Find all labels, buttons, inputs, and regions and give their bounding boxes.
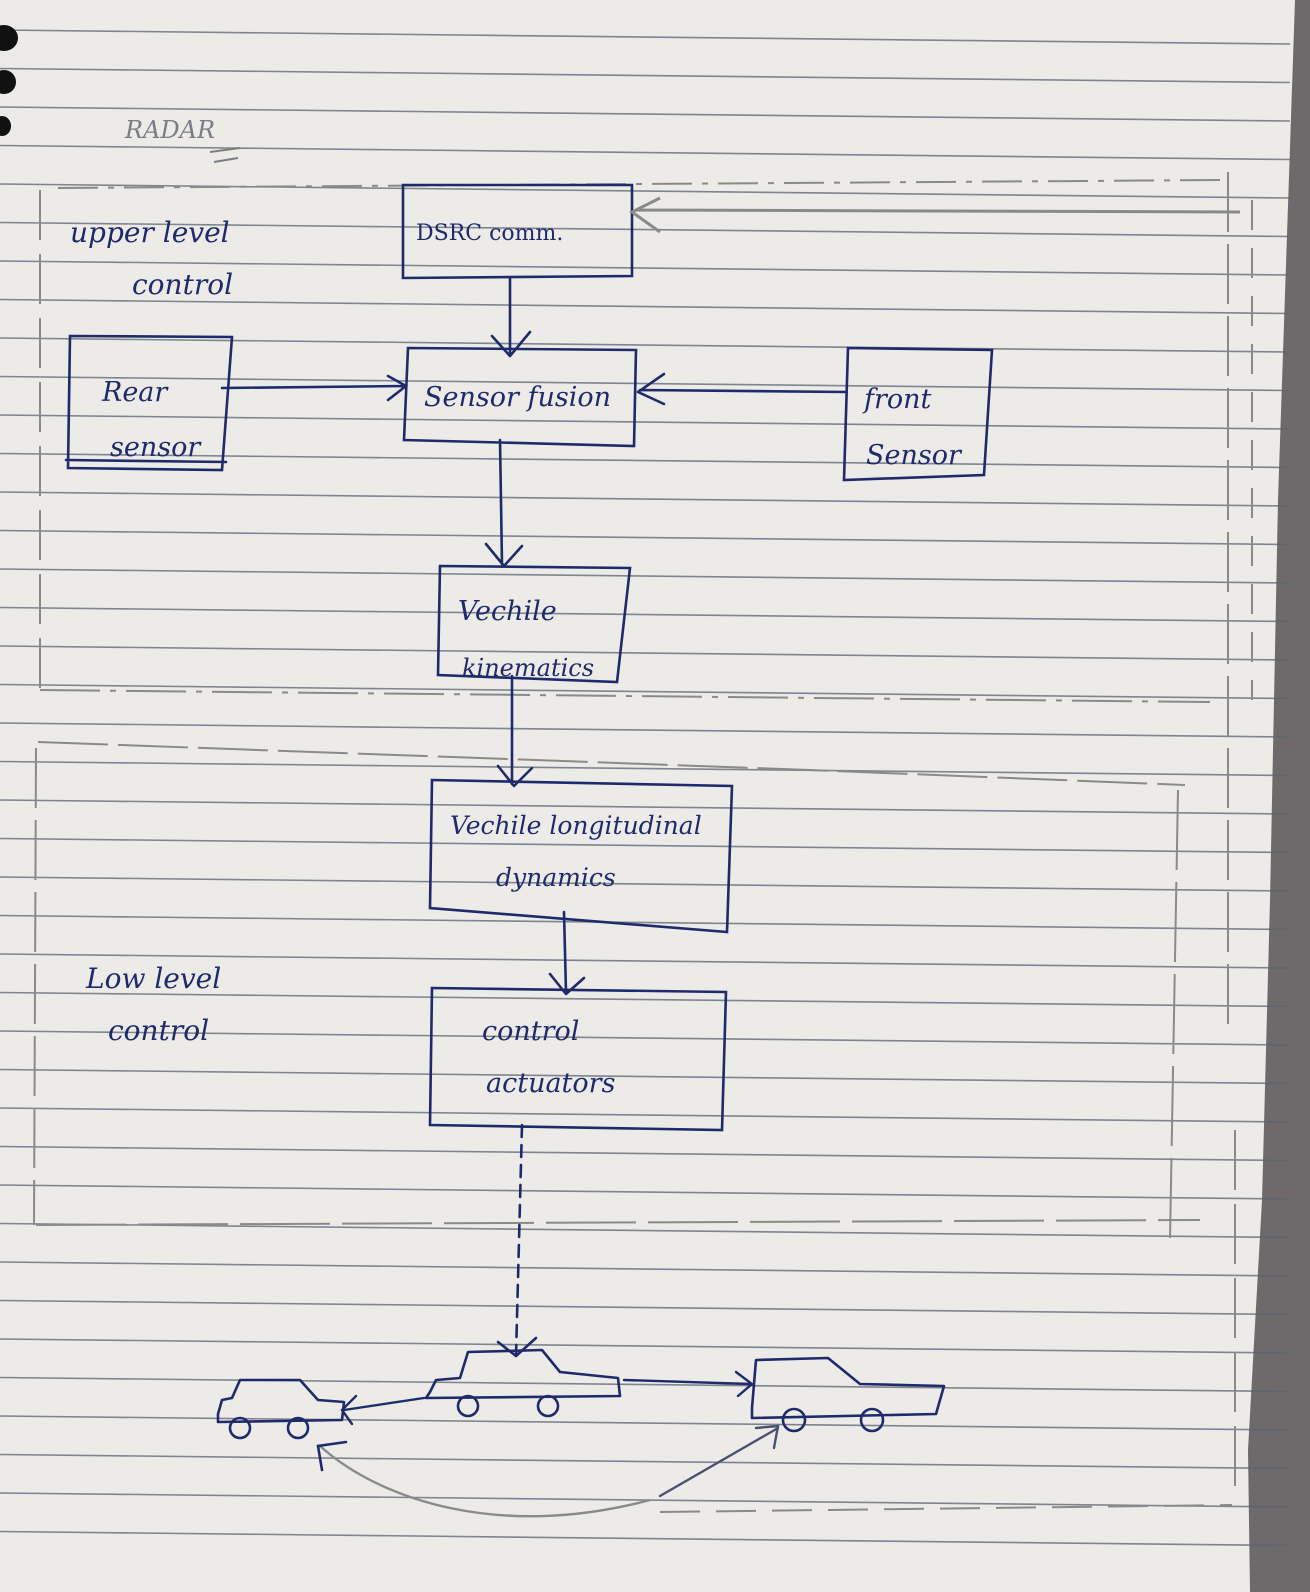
ruled-line xyxy=(0,1261,1291,1277)
middle-car-icon xyxy=(424,1348,622,1418)
low-level-label-line2: control xyxy=(108,1014,209,1047)
rear-car-icon xyxy=(216,1378,346,1440)
sensor-fusion-box xyxy=(402,346,638,448)
rear-sensor-box xyxy=(64,334,234,472)
control-actuators-box xyxy=(428,986,728,1132)
control-actuators-label-line2: actuators xyxy=(486,1068,615,1099)
arrow-middle-to-rear xyxy=(340,1394,426,1426)
ruled-line xyxy=(0,491,1291,507)
rear-sensor-label-line1: Rear xyxy=(101,377,169,408)
arrow-rear-to-fusion xyxy=(220,374,408,402)
ruled-lines xyxy=(0,29,1291,1547)
ruled-line xyxy=(0,683,1291,700)
rear-sensor-label-line2: sensor xyxy=(110,432,202,463)
ruled-line xyxy=(0,1530,1291,1547)
arrow-kinematics-to-dynamics xyxy=(496,674,534,788)
front-sensor-label-line2: Sensor xyxy=(866,440,963,471)
longitudinal-dynamics-box xyxy=(428,778,734,934)
ruled-line xyxy=(0,1415,1291,1431)
ruled-line xyxy=(0,298,1291,315)
front-sensor-label-line1: front xyxy=(862,384,932,415)
ruled-line xyxy=(0,953,1291,969)
upper-level-label-line1: upper level xyxy=(70,216,230,249)
low-level-region xyxy=(33,741,1236,1513)
ruled-line xyxy=(0,1107,1291,1123)
front-sensor-box xyxy=(842,346,994,482)
upper-level-region xyxy=(39,172,1253,1030)
ruled-line xyxy=(0,568,1291,584)
ruled-line xyxy=(0,1453,1291,1470)
ruled-line xyxy=(0,337,1291,353)
vehicle-kinematics-label-line2: kinematics xyxy=(462,654,594,682)
ruled-line xyxy=(0,452,1291,469)
ruled-line xyxy=(0,1145,1291,1162)
upper-level-label-line2: control xyxy=(132,268,233,301)
sensor-fusion-label: Sensor fusion xyxy=(424,382,611,413)
front-car-icon xyxy=(750,1356,946,1433)
ruled-line xyxy=(0,799,1291,815)
pencil-curve-under-cars xyxy=(319,1445,651,1518)
ruled-line xyxy=(0,1299,1291,1316)
ruled-line xyxy=(0,1222,1291,1239)
ruled-line xyxy=(0,106,1291,122)
ruled-line xyxy=(0,260,1291,276)
vehicle-kinematics-label-line1: Vechile xyxy=(458,596,557,627)
ruled-line xyxy=(0,414,1291,430)
ruled-line xyxy=(0,837,1291,854)
ruled-line xyxy=(0,1068,1291,1085)
arrow-middle-to-front xyxy=(622,1370,754,1398)
ruled-line xyxy=(0,991,1291,1008)
heading-underline xyxy=(209,147,241,163)
ruled-line xyxy=(0,1184,1291,1200)
low-level-label-line1: Low level xyxy=(85,962,221,995)
ruled-line xyxy=(0,606,1291,623)
ruled-line xyxy=(0,722,1291,738)
ruled-line xyxy=(0,1338,1291,1354)
ruled-line xyxy=(0,760,1291,777)
arrow-dsrc-to-fusion xyxy=(490,276,532,358)
arrow-dynamics-to-actuators xyxy=(548,910,586,996)
ruled-line xyxy=(0,375,1291,392)
control-actuators-label-line1: control xyxy=(482,1016,579,1047)
ruled-line xyxy=(0,144,1291,161)
ruled-line xyxy=(0,1492,1291,1508)
arrow-front-to-fusion xyxy=(636,372,848,406)
dsrc-comm-box xyxy=(401,183,634,280)
ruled-line xyxy=(0,876,1291,892)
arrow-actuators-to-vehicle-head xyxy=(496,1336,538,1358)
ruled-line xyxy=(0,1376,1291,1393)
ruled-line xyxy=(0,29,1291,45)
heading-radar: RADAR xyxy=(124,116,215,144)
arrow-actuators-to-vehicle xyxy=(514,1123,524,1358)
arrow-rear-feedback-head xyxy=(316,1440,348,1472)
dsrc-comm-label: DSRC comm. xyxy=(416,221,563,246)
longitudinal-dynamics-label-line1: Vechile longitudinal xyxy=(450,811,702,840)
ruled-line xyxy=(0,1030,1291,1046)
ruled-line xyxy=(0,221,1291,238)
ruled-line xyxy=(0,645,1291,661)
ruled-line xyxy=(0,914,1291,931)
ruled-line xyxy=(0,529,1291,546)
vehicle-kinematics-box xyxy=(436,564,632,684)
ruled-line xyxy=(0,67,1291,84)
pencil-arrow-into-dsrc xyxy=(629,196,1241,234)
longitudinal-dynamics-label-line2: dynamics xyxy=(496,863,616,892)
arrow-front-feedback xyxy=(658,1424,780,1498)
binding-holes xyxy=(0,25,18,136)
arrow-fusion-to-kinematics xyxy=(484,438,524,568)
